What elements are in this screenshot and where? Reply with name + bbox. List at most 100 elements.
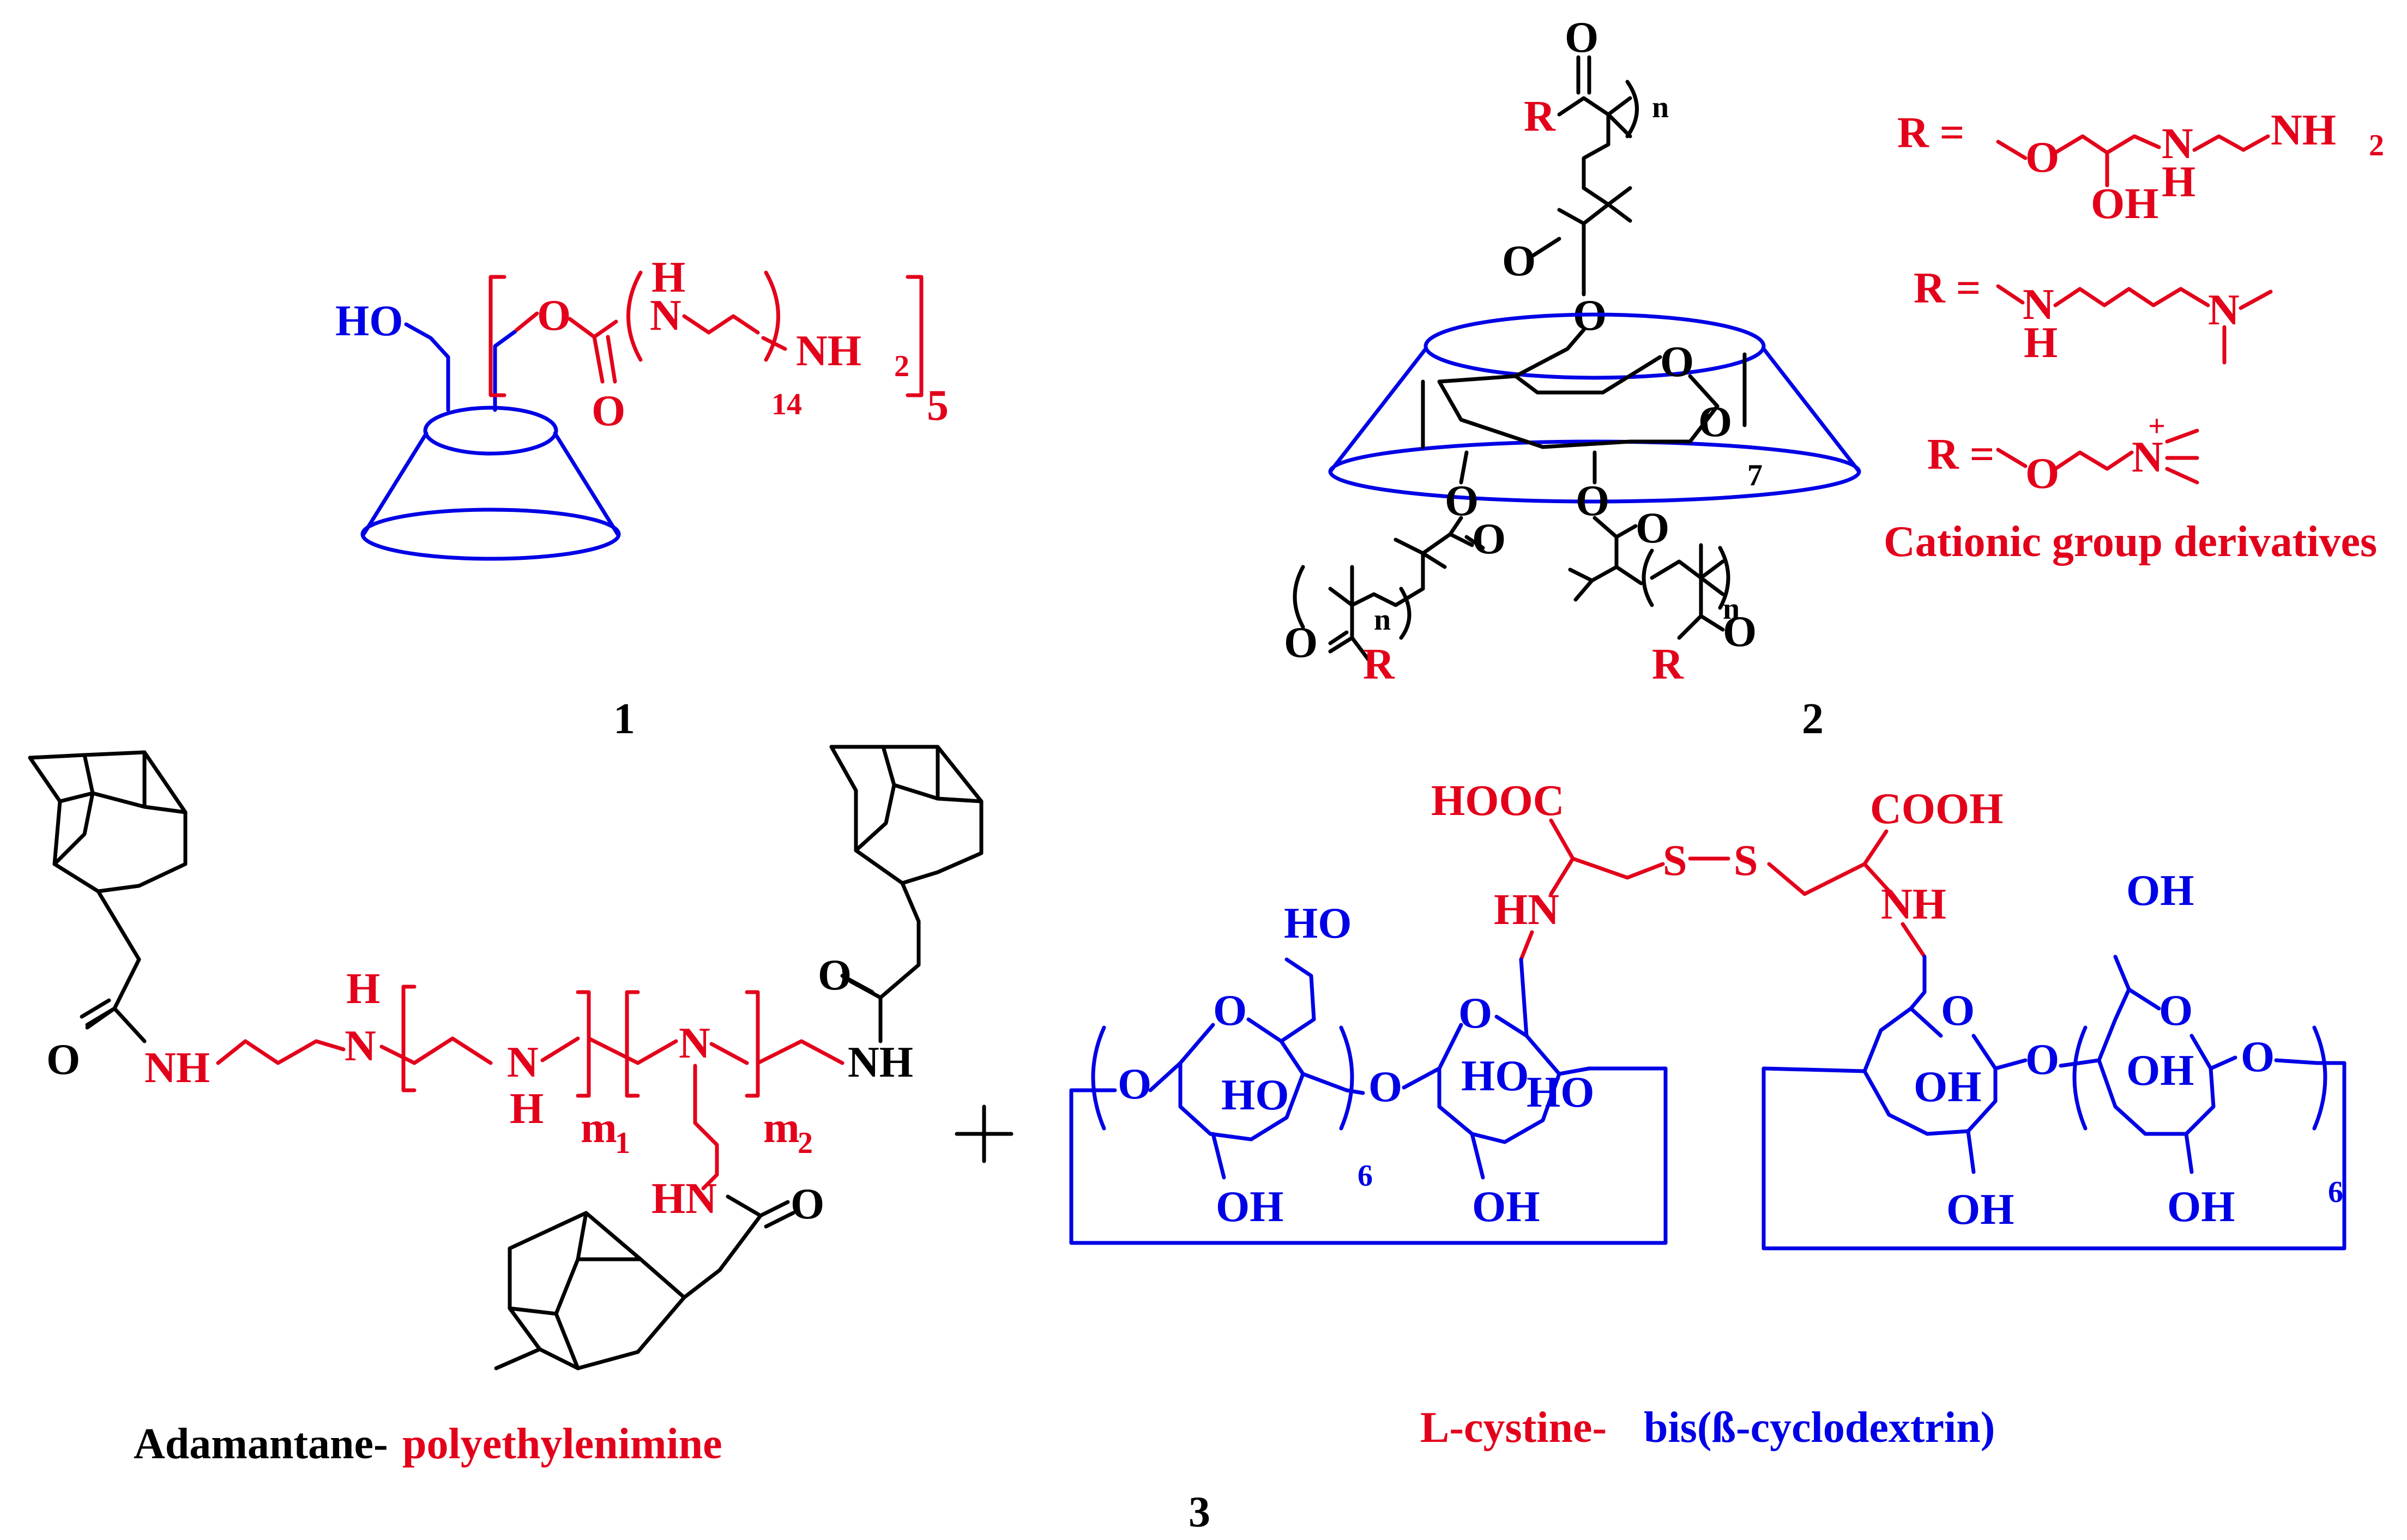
c2-r-top: R — [1524, 93, 1556, 141]
right-cd-oh-top: OH — [2126, 867, 2194, 915]
left-cd-oh-bottom: OH — [1216, 1183, 1283, 1231]
left-cd-oh-2: OH — [1472, 1183, 1540, 1231]
adamantane-pei-caption-b: polyethylenimine — [402, 1420, 722, 1468]
c1-rep-14: 14 — [771, 388, 802, 421]
compound-3-label: 3 — [1189, 1488, 1210, 1536]
plus-text: + — [965, 1112, 990, 1160]
right-cd-o-link: O — [2241, 1033, 2275, 1081]
c2-o-ring: O — [1660, 338, 1694, 386]
right-cd-oh-3: OH — [2167, 1183, 2235, 1231]
c1-o-ester: O — [537, 292, 571, 340]
c3-m1: m — [581, 1104, 617, 1152]
adamantane-pei: O NH H N N H m 1 N m 2 NH O — [28, 745, 984, 1468]
c2-o-right-2: O — [1723, 608, 1757, 656]
plus-sign — [955, 1104, 1014, 1163]
c2-rep-7: 7 — [1747, 458, 1763, 492]
r-group-panel: R = O OH N H NH 2 R = N H N R = O N + Ca… — [1884, 106, 2384, 566]
right-cd-rep-6: 6 — [2328, 1175, 2343, 1209]
right-cd-oh-2: OH — [2126, 1047, 2194, 1095]
cd-caption-a: L-cystine- — [1420, 1404, 1607, 1452]
adamantane-pei-caption-a: Adamantane- — [134, 1420, 388, 1468]
right-cyclodextrin: O OH OH O OH O OH OH O 6 — [1761, 867, 2346, 1251]
left-cd-o-ring2: O — [1458, 989, 1492, 1037]
cd-cooh: COOH — [1870, 785, 2003, 833]
c1-ho-label: HO — [335, 297, 403, 345]
compound-1: HO O O H N 14 NH 2 5 1 — [335, 253, 949, 743]
r1-o: O — [2025, 134, 2059, 182]
c1-n: N — [650, 292, 681, 340]
adamantane-cage-2 — [829, 745, 984, 923]
c3-m1-sub: 1 — [615, 1126, 630, 1160]
c1-o-carbonyl: O — [592, 387, 625, 435]
c3-o-bottom: O — [791, 1180, 824, 1228]
c2-o-glyco: O — [1698, 398, 1732, 446]
left-cd-o-glyco: O — [1368, 1063, 1402, 1111]
left-cyclodextrin: O O HO HO OH 6 O O HO HO OH — [1069, 899, 1668, 1245]
c2-o-carbonyl: O — [1502, 237, 1536, 285]
r2-h: H — [2024, 319, 2058, 367]
c2-o-left-2: O — [1284, 619, 1318, 667]
c3-h2: H — [510, 1085, 544, 1133]
c1-rep-5: 5 — [927, 382, 949, 430]
cd-hooc: HOOC — [1431, 777, 1564, 825]
right-cd-o-ring1: O — [1941, 987, 1975, 1035]
compound-2: O R n O O O O 7 O O — [1284, 14, 1861, 743]
c2-n-right: n — [1723, 592, 1740, 626]
c2-n-top: n — [1652, 90, 1669, 124]
c3-m2-sub: 2 — [798, 1126, 813, 1160]
c3-m2: m — [763, 1104, 800, 1152]
left-cd-ho-top: HO — [1284, 899, 1352, 947]
right-cd-o-ring2: O — [2159, 987, 2193, 1035]
r-eq-1: R = — [1897, 109, 1964, 157]
c1-nh2-sub: 2 — [894, 349, 909, 383]
r-eq-3: R = — [1927, 431, 1994, 479]
c1-nh2: NH — [796, 327, 861, 375]
left-cd-ho-3: HO — [1527, 1068, 1594, 1116]
r-eq-2: R = — [1914, 264, 1981, 312]
adamantane-cage-1 — [28, 750, 188, 962]
cd-s1: S — [1663, 837, 1687, 885]
cd-nh: NH — [1881, 880, 1946, 928]
cd-s2: S — [1734, 837, 1758, 885]
c3-o-left: O — [46, 1036, 80, 1084]
r2-n1: N — [2023, 281, 2054, 329]
r3-plus: + — [2148, 409, 2165, 443]
right-cd-oh-mid: OH — [1914, 1063, 1981, 1111]
cd-cone-top — [423, 406, 558, 456]
c3-n2: N — [507, 1038, 539, 1086]
c3-hn: HN — [651, 1175, 717, 1223]
right-cd-oh-bottom: OH — [1946, 1186, 2014, 1234]
cystine-bis-cd: HOOC COOH S S HN NH O O HO HO OH 6 O — [1069, 777, 2346, 1452]
c3-o-right: O — [818, 951, 852, 999]
c2-r-left: R — [1363, 641, 1395, 689]
r-groups-caption: Cationic group derivatives — [1884, 518, 2377, 566]
compound-2-label: 2 — [1802, 695, 1824, 743]
r1-oh: OH — [2091, 180, 2158, 228]
adamantane-cage-3 — [494, 1211, 686, 1370]
cd-caption-b: bis(ß-cyclodextrin) — [1644, 1404, 1995, 1452]
cd-cone-top-2 — [1423, 312, 1766, 380]
left-cd-o-link: O — [1118, 1060, 1151, 1108]
c2-n-left: n — [1374, 603, 1391, 637]
c2-o-top: O — [1565, 14, 1598, 62]
cd-cone-bottom — [360, 508, 621, 561]
r3-o: O — [2025, 450, 2059, 498]
right-cd-o-glyco: O — [2025, 1036, 2059, 1084]
c3-nh-right: NH — [848, 1038, 913, 1086]
r1-nh2: NH — [2271, 106, 2336, 154]
c3-n1: N — [345, 1022, 376, 1070]
r1-nh2-sub: 2 — [2369, 129, 2384, 162]
left-cd-ho-2: HO — [1461, 1052, 1529, 1100]
r1-n: N — [2162, 120, 2193, 168]
c2-o-left-carbonyl: O — [1472, 515, 1506, 563]
c2-o-right: O — [1576, 477, 1609, 525]
left-cd-o-ring1: O — [1213, 987, 1247, 1035]
c1-h: H — [651, 253, 685, 301]
c3-nh-left: NH — [144, 1044, 210, 1092]
compound-1-label: 1 — [613, 695, 635, 743]
c3-h1: H — [346, 965, 380, 1013]
c2-o-right-carbonyl: O — [1636, 504, 1669, 552]
cd-hn: HN — [1494, 886, 1559, 934]
left-cd-rep-6: 6 — [1358, 1159, 1373, 1193]
